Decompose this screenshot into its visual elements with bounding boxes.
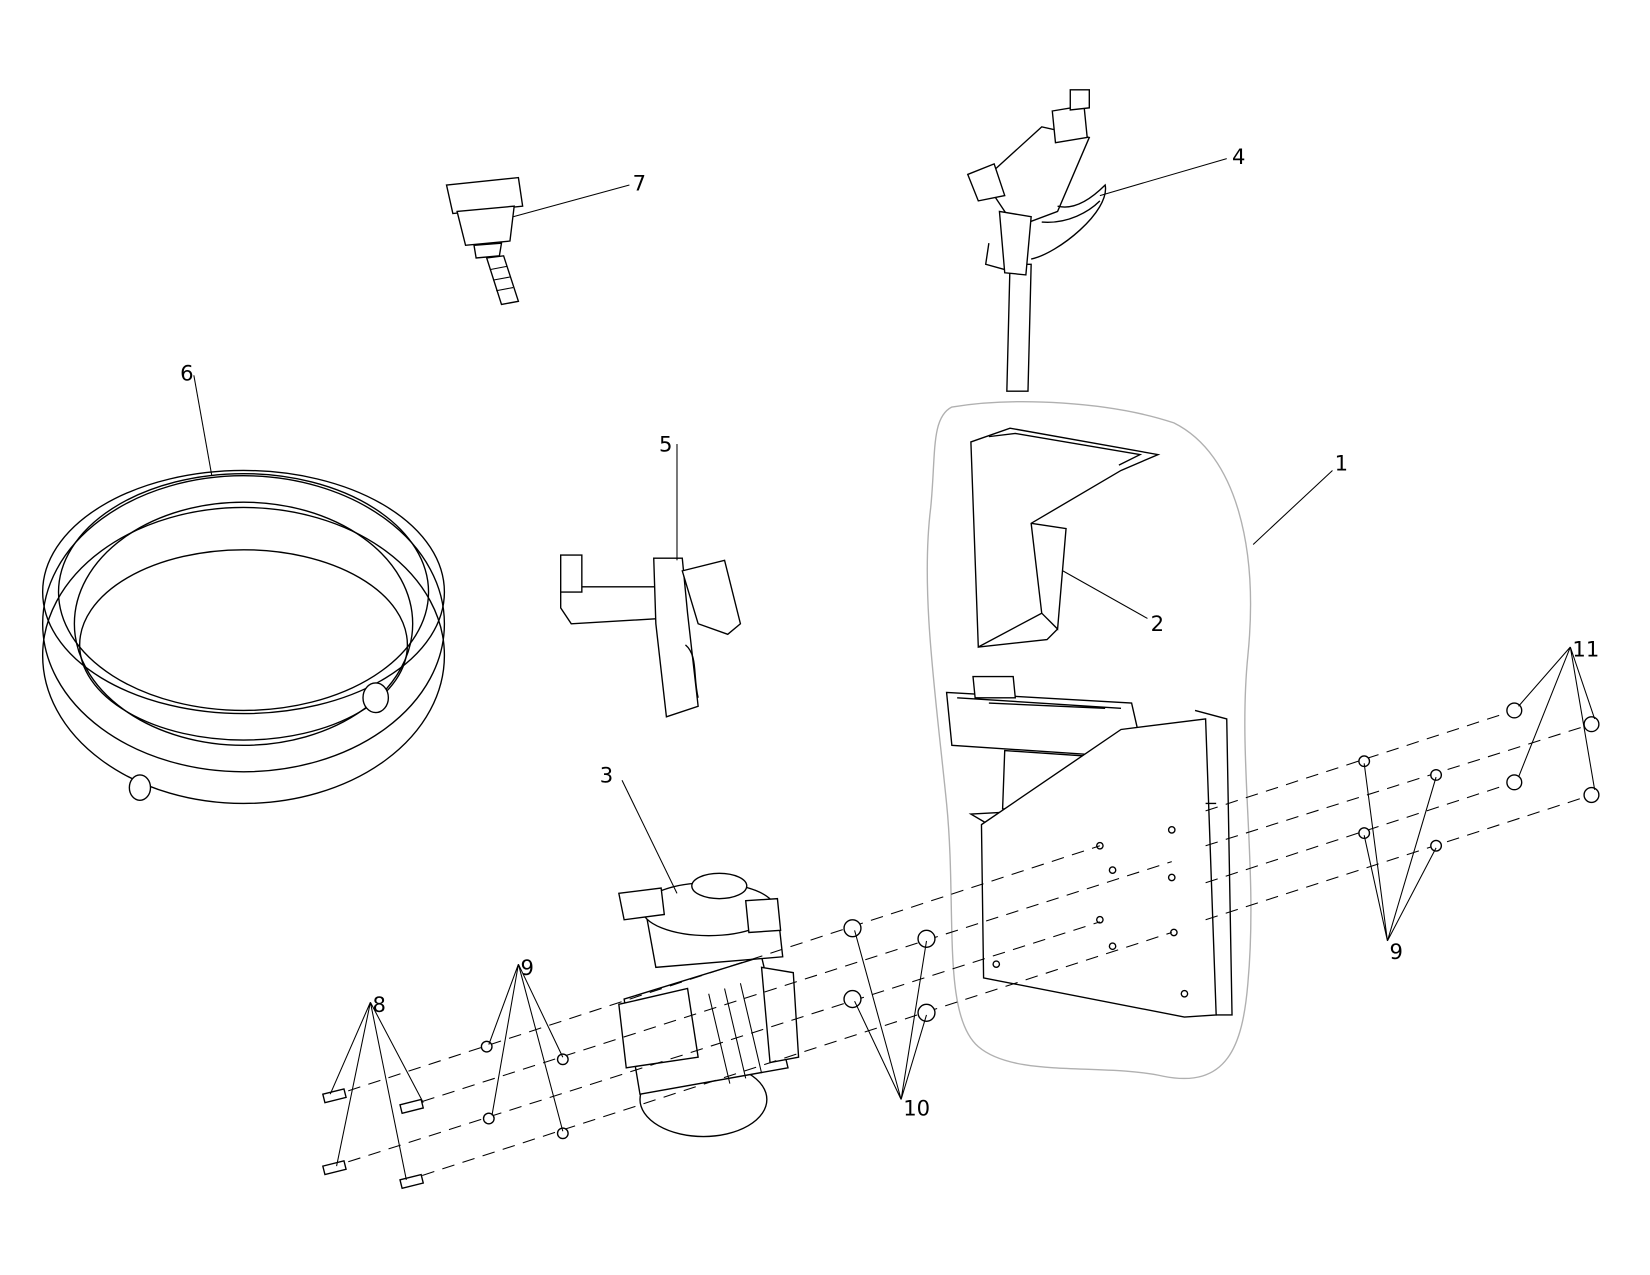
callout-9-right: 9 bbox=[1390, 939, 1403, 964]
screws bbox=[321, 1088, 425, 1190]
callout-2: 2 bbox=[1151, 611, 1164, 636]
callout-3: 3 bbox=[600, 762, 613, 787]
callout-5: 5 bbox=[659, 431, 672, 456]
callout-11: 11 bbox=[1572, 637, 1599, 662]
funnel-hopper bbox=[970, 427, 1161, 649]
electric-pump bbox=[618, 872, 800, 1138]
fuel-nozzle bbox=[966, 89, 1107, 392]
callout-8: 8 bbox=[373, 992, 386, 1017]
callout-9-left: 9 bbox=[521, 955, 534, 980]
callout-4: 4 bbox=[1232, 144, 1245, 169]
leader-lines bbox=[193, 158, 1596, 1180]
callout-6: 6 bbox=[180, 361, 193, 386]
washers bbox=[480, 702, 1600, 1140]
callout-1: 1 bbox=[1335, 450, 1348, 475]
wall-bracket bbox=[945, 675, 1233, 1018]
assembly-outline bbox=[926, 401, 1252, 1080]
hose-coil bbox=[41, 469, 446, 805]
assembly-axis-lines bbox=[327, 709, 1592, 1183]
nozzle-holder bbox=[560, 554, 742, 718]
hose-fitting bbox=[445, 176, 524, 306]
callout-10: 10 bbox=[903, 1095, 930, 1120]
bracket-holes bbox=[992, 826, 1189, 998]
callout-7: 7 bbox=[633, 170, 646, 195]
